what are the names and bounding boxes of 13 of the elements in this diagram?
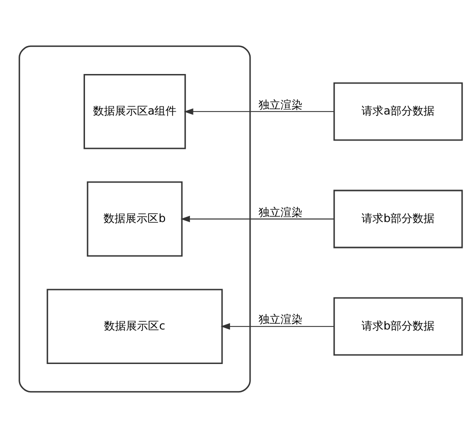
node-box: 请求b部分数据 [333,189,463,248]
node-box: 请求a部分数据 [333,82,463,140]
edge-label: 独立渲染 [258,205,302,218]
node-box: 数据展示区c [46,288,223,364]
node-box: 数据展示区a组件 [84,74,186,149]
arrow [184,108,334,114]
arrow [220,322,334,330]
cluster [18,45,251,392]
edge-label: 独立渲染 [258,312,302,326]
edge-label: 独立渲染 [258,98,302,111]
node-box: 请求b部分数据 [333,296,463,356]
arrow [180,215,334,222]
node-box: 数据展示区b [86,180,183,256]
